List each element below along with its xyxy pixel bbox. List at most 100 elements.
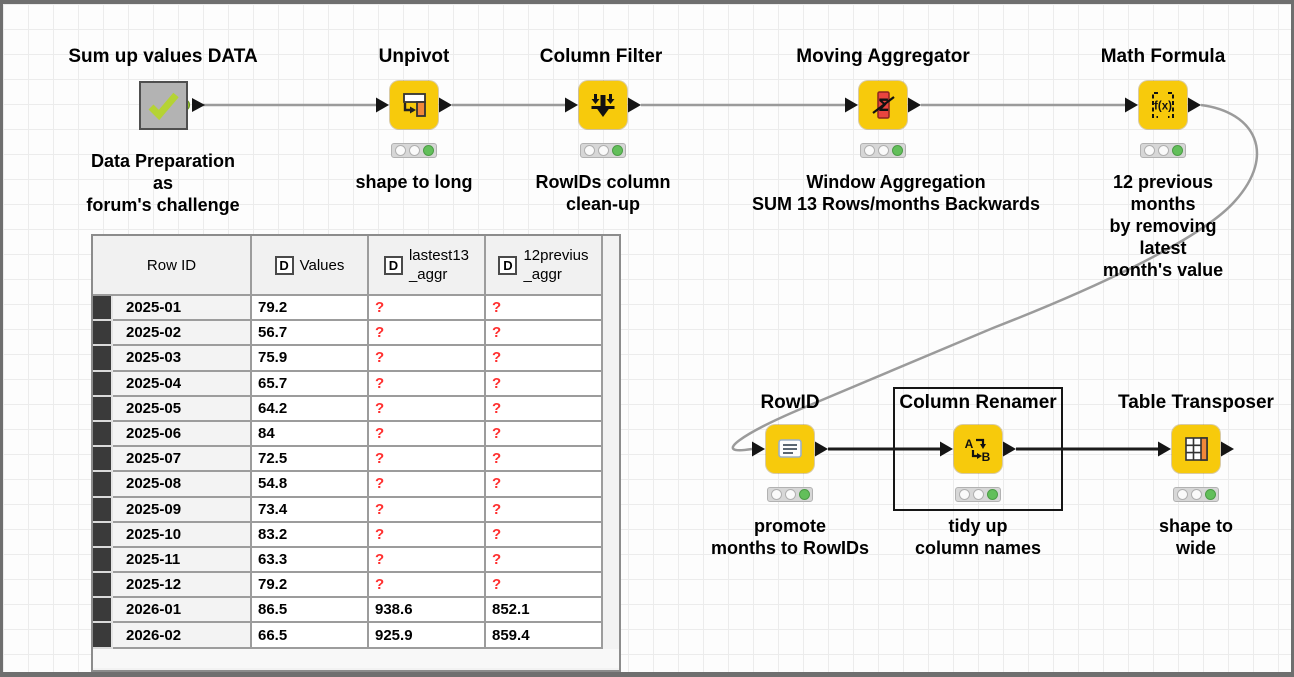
row-selector[interactable] xyxy=(93,497,113,523)
column-header-label: lastest13 _aggr xyxy=(408,247,470,283)
input-port-icon[interactable] xyxy=(376,97,389,113)
double-type-icon: D xyxy=(274,255,294,275)
row-id-cell: 2026-02 xyxy=(113,623,252,649)
node-table-transposer[interactable] xyxy=(1172,425,1220,473)
value-cell: 83.2 xyxy=(252,522,369,548)
row-selector[interactable] xyxy=(93,346,113,372)
input-port-icon[interactable] xyxy=(1158,441,1171,457)
svg-text:A: A xyxy=(965,437,974,451)
value-cell: ? xyxy=(369,421,486,448)
value-cell: 79.2 xyxy=(252,573,369,599)
status-traffic-light xyxy=(391,143,437,158)
value-cell: ? xyxy=(369,346,486,372)
node-comment: shape to wide xyxy=(1158,516,1233,558)
row-id-cell: 2025-09 xyxy=(113,497,252,523)
column-header-rowid[interactable]: Row ID xyxy=(93,236,252,296)
double-type-icon: D xyxy=(498,255,518,275)
row-selector[interactable] xyxy=(93,623,113,649)
value-cell: 64.2 xyxy=(252,396,369,422)
column-header-lastest13-aggr[interactable]: D lastest13 _aggr xyxy=(369,236,486,296)
output-port-icon[interactable] xyxy=(815,441,828,457)
column-header-12previus-aggr[interactable]: D 12previus _aggr xyxy=(486,236,603,296)
value-cell: ? xyxy=(369,321,486,347)
input-port-icon[interactable] xyxy=(565,97,578,113)
output-port-icon[interactable] xyxy=(192,98,205,112)
input-port-icon[interactable] xyxy=(752,441,765,457)
node-comment: 12 previous months by removing latest mo… xyxy=(1102,172,1224,280)
input-port-icon[interactable] xyxy=(845,97,858,113)
row-id-cell: 2025-11 xyxy=(113,547,252,574)
node-column-renamer[interactable]: A B xyxy=(954,425,1002,473)
column-filter-icon xyxy=(591,94,615,117)
status-traffic-light xyxy=(860,143,906,158)
node-moving-aggregator[interactable]: Σ xyxy=(859,81,907,129)
svg-text:f(x): f(x) xyxy=(1154,101,1172,113)
output-port-icon[interactable] xyxy=(908,97,921,113)
row-selector[interactable] xyxy=(93,472,113,498)
column-renamer-icon: A B xyxy=(965,437,991,464)
value-cell: ? xyxy=(486,522,603,548)
row-id-cell: 2025-05 xyxy=(113,396,252,422)
node-unpivot[interactable] xyxy=(390,81,438,129)
node-comment: shape to long xyxy=(355,172,473,192)
row-selector[interactable] xyxy=(93,522,113,548)
status-traffic-light xyxy=(767,487,813,502)
row-selector[interactable] xyxy=(93,573,113,599)
value-cell: ? xyxy=(369,497,486,523)
output-port-icon[interactable] xyxy=(439,97,452,113)
input-port-icon[interactable] xyxy=(940,441,953,457)
row-id-cell: 2025-01 xyxy=(113,296,252,322)
row-selector[interactable] xyxy=(93,396,113,422)
output-port-icon[interactable] xyxy=(628,97,641,113)
row-selector[interactable] xyxy=(93,447,113,473)
output-port-icon[interactable] xyxy=(1188,97,1201,113)
node-title: RowID xyxy=(760,392,820,413)
row-selector[interactable] xyxy=(93,296,113,322)
output-port-icon[interactable] xyxy=(1221,441,1234,457)
value-cell: ? xyxy=(486,472,603,498)
node-math-formula[interactable]: f(x) xyxy=(1139,81,1187,129)
row-selector[interactable] xyxy=(93,598,113,624)
row-selector[interactable] xyxy=(93,321,113,347)
value-cell: ? xyxy=(486,497,603,523)
row-selector[interactable] xyxy=(93,421,113,448)
node-comment: tidy up column names xyxy=(914,516,1042,558)
row-id-cell: 2025-04 xyxy=(113,371,252,397)
row-selector[interactable] xyxy=(93,547,113,574)
row-id-cell: 2025-12 xyxy=(113,573,252,599)
value-cell: ? xyxy=(486,296,603,322)
value-cell: ? xyxy=(369,547,486,574)
input-port-icon[interactable] xyxy=(1125,97,1138,113)
column-header-label: 12previus _aggr xyxy=(523,247,589,283)
column-header-values[interactable]: D Values xyxy=(252,236,369,296)
value-cell: ? xyxy=(369,296,486,322)
node-metanode-sum-up-values[interactable] xyxy=(139,81,188,130)
row-selector[interactable] xyxy=(93,371,113,397)
node-comment: RowIDs column clean-up xyxy=(535,172,671,214)
value-cell: 65.7 xyxy=(252,371,369,397)
value-cell: 852.1 xyxy=(486,598,603,624)
value-cell: 84 xyxy=(252,421,369,448)
wire-mathformula-to-rowid[interactable] xyxy=(731,103,1259,452)
value-cell: ? xyxy=(486,447,603,473)
node-rowid[interactable] xyxy=(766,425,814,473)
node-column-filter[interactable] xyxy=(579,81,627,129)
output-table[interactable]: Row ID D Values D lastest13 _aggr D 12pr… xyxy=(91,234,621,672)
output-port-icon[interactable] xyxy=(1003,441,1016,457)
